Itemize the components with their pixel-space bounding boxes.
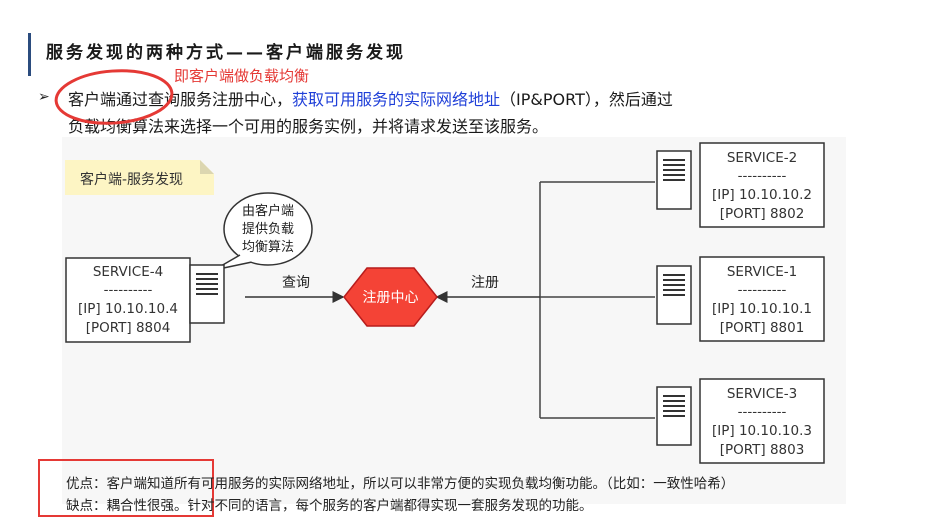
- title-accent-bar: [28, 33, 31, 76]
- service-divider: ----------: [738, 168, 787, 184]
- server-icon: [656, 150, 692, 210]
- service-box: [699, 378, 825, 464]
- bullet-line-1: 客户端通过查询服务注册中心，获取可用服务的实际网络地址（IP&PORT），然后通…: [68, 86, 673, 110]
- diagram-label-note: 客户端-服务发现: [65, 160, 214, 195]
- server-icon: [189, 264, 225, 324]
- registry-center-node: 注册中心: [343, 267, 438, 327]
- registry-center-label: 注册中心: [363, 290, 419, 306]
- service-ip: [IP] 10.10.10.1: [712, 301, 812, 317]
- diagram-label-text: 客户端-服务发现: [80, 171, 183, 188]
- server-icon: [656, 265, 692, 325]
- client-service-4-node: SERVICE-4 ---------- [IP] 10.10.10.4 [PO…: [65, 257, 225, 343]
- slide-title: 服务发现的两种方式——客户端服务发现: [46, 43, 406, 63]
- server-icon: [656, 386, 692, 446]
- service-divider: ----------: [738, 404, 787, 420]
- bullet-text-highlight: 获取可用服务的实际网络地址: [292, 90, 501, 109]
- handwritten-annotation: 即客户端做负载均衡: [174, 67, 310, 85]
- service-port: [PORT] 8803: [720, 442, 805, 458]
- service-1-node: SERVICE-1 ---------- [IP] 10.10.10.1 [PO…: [656, 256, 825, 342]
- bullet-arrow-icon: ➢: [38, 89, 50, 105]
- service-name: SERVICE-2: [727, 150, 797, 166]
- service-divider: ----------: [738, 282, 787, 298]
- query-label: 查询: [282, 275, 310, 291]
- service-ip: [IP] 10.10.10.3: [712, 423, 812, 439]
- registry-hexagon: [343, 267, 438, 327]
- load-balance-bubble: 由客户端 提供负载 均衡算法: [213, 192, 313, 271]
- cons-text: 缺点：耦合性很强。针对不同的语言，每个服务的客户端都得实现一套服务发现的功能。: [66, 498, 593, 514]
- annotation-circle: [54, 69, 174, 125]
- client-service-port: [PORT] 8804: [86, 320, 171, 336]
- bubble-line-2: 提供负载: [242, 221, 294, 237]
- service-3-node: SERVICE-3 ---------- [IP] 10.10.10.3 [PO…: [656, 378, 825, 464]
- service-name: SERVICE-3: [727, 386, 797, 402]
- service-ip: [IP] 10.10.10.2: [712, 187, 812, 203]
- annotation-box: [38, 459, 214, 517]
- bullet-text-pre: 客户端通过查询服务注册中心，: [68, 90, 293, 109]
- client-service-divider: ----------: [104, 282, 153, 298]
- register-label: 注册: [471, 275, 499, 291]
- bullet-line-2: 负载均衡算法来选择一个可用的服务实例，并将请求发送至该服务。: [68, 117, 549, 136]
- service-port: [PORT] 8802: [720, 206, 805, 222]
- client-service-name: SERVICE-4: [93, 264, 163, 280]
- pros-text: 优点：客户端知道所有可用服务的实际网络地址，所以可以非常方便的实现负载均衡功能。…: [66, 476, 735, 492]
- service-box: [699, 256, 825, 342]
- connection-lines: [245, 181, 655, 419]
- service-port: [PORT] 8801: [720, 320, 805, 336]
- service-2-node: SERVICE-2 ---------- [IP] 10.10.10.2 [PO…: [656, 142, 825, 228]
- service-name: SERVICE-1: [727, 264, 797, 280]
- service-box: [699, 142, 825, 228]
- bullet-text-post: （IP&PORT），然后通过: [500, 90, 673, 109]
- client-service-ip: [IP] 10.10.10.4: [78, 301, 178, 317]
- bubble-line-1: 由客户端: [242, 203, 294, 219]
- bubble-line-3: 均衡算法: [242, 240, 294, 255]
